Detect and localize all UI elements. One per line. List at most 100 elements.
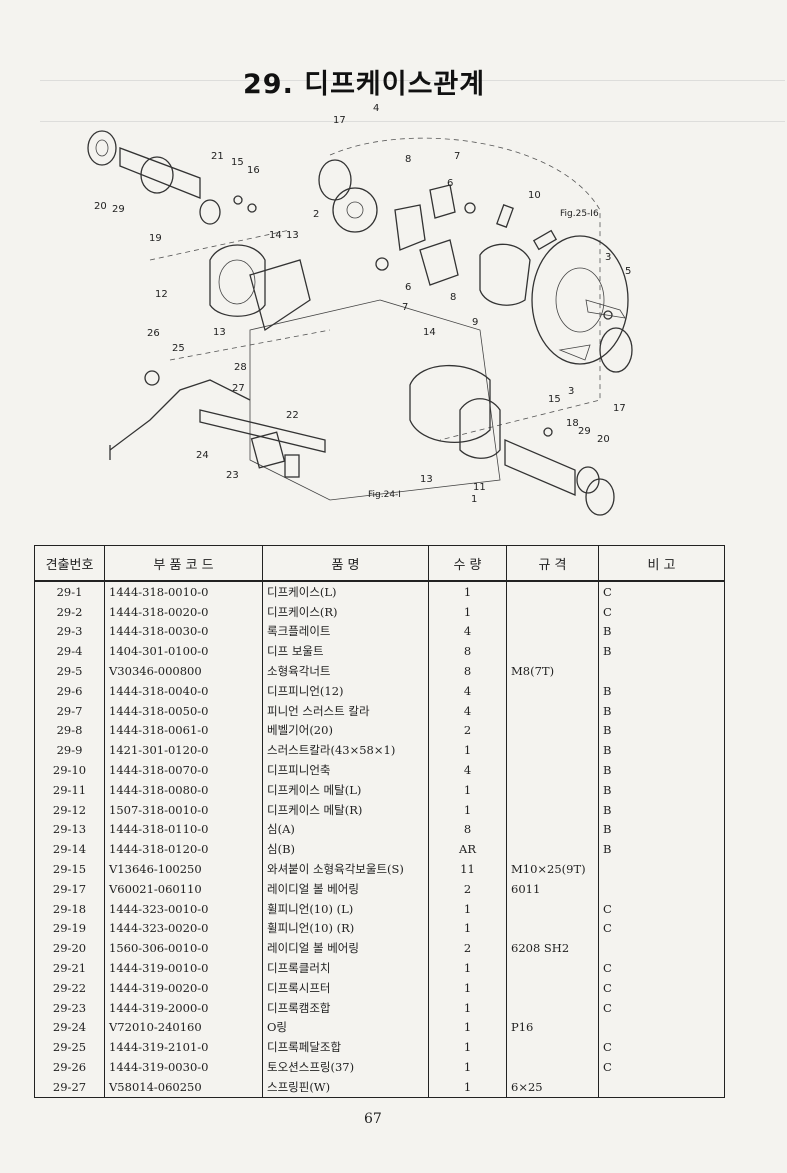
right-bearing-17 [599, 327, 633, 373]
cell-code: 1444-319-2101-0 [104, 1037, 263, 1058]
cell-remark: B [598, 819, 725, 840]
cell-qty: 8 [428, 661, 507, 681]
cell-spec [506, 641, 599, 662]
cell-qty: AR [428, 839, 507, 860]
torsion-spring [144, 370, 160, 386]
callout-22: 22 [286, 410, 299, 421]
cell-remark: C [598, 1037, 725, 1058]
cell-spec [506, 977, 599, 998]
cell-no: 29-13 [34, 819, 105, 840]
header-quantity: 수 량 [428, 545, 507, 582]
left-bearing-bore [95, 139, 109, 157]
cell-no: 29-26 [34, 1057, 105, 1077]
left-pinion-shaft [119, 147, 201, 199]
diff-case-left-bore [218, 259, 256, 305]
cell-qty: 1 [428, 1037, 507, 1058]
callout-29a: 29 [112, 204, 125, 215]
cell-no: 29-17 [34, 878, 105, 899]
cell-no: 29-7 [34, 700, 105, 721]
cell-qty: 4 [428, 680, 507, 701]
cell-remark: C [598, 958, 725, 978]
cell-qty: 1 [428, 740, 507, 761]
cell-name: 디프 보울트 [262, 641, 429, 662]
left-pinion-gear [140, 156, 174, 194]
cell-no: 29-14 [34, 839, 105, 860]
cell-spec [506, 958, 599, 978]
cell-code: V60021-060110 [104, 878, 263, 899]
cell-spec: 6011 [506, 878, 599, 899]
callout-17b: 17 [613, 403, 626, 414]
cell-no: 29-8 [34, 720, 105, 741]
cell-remark: C [598, 601, 725, 622]
cell-spec [506, 799, 599, 820]
cell-remark: B [598, 839, 725, 860]
cell-name: 디프록시프터 [262, 977, 429, 998]
callout-2: 2 [313, 209, 319, 220]
cell-name: 와셔붙이 소형육각보울트(S) [262, 859, 429, 879]
callout-28: 28 [234, 362, 247, 373]
thrust-collar [375, 257, 389, 271]
cell-remark: C [598, 997, 725, 1018]
nut-5 [603, 310, 613, 320]
cell-qty: 1 [428, 779, 507, 800]
cell-no: 29-19 [34, 918, 105, 939]
callout-5: 5 [625, 266, 631, 277]
cell-spec: P16 [506, 1017, 599, 1038]
cell-code: 1444-323-0020-0 [104, 918, 263, 939]
cell-name: 레이디얼 볼 베어링 [262, 878, 429, 899]
header-spec: 규 격 [506, 545, 599, 582]
cell-no: 29-2 [34, 601, 105, 622]
cell-code: V72010-240160 [104, 1017, 263, 1038]
bolt-16 [247, 203, 257, 213]
cell-no: 29-18 [34, 898, 105, 919]
cell-code: 1444-318-0120-0 [104, 839, 263, 860]
cell-spec [506, 760, 599, 780]
cell-spec [506, 1057, 599, 1077]
cell-spec [506, 720, 599, 741]
callout-25: 25 [172, 343, 185, 354]
cell-spec [506, 779, 599, 800]
cell-no: 29-20 [34, 938, 105, 959]
cell-code: 1444-318-0070-0 [104, 760, 263, 780]
page-title: 29. 디프케이스관계 [243, 69, 486, 100]
diagram-svg: 1 2 3 3 4 5 6 6 7 7 8 8 9 10 11 12 13 13… [87, 103, 633, 516]
lock-plate-upper [585, 299, 626, 319]
callout-11: 11 [473, 482, 486, 493]
cell-spec [506, 819, 599, 840]
cell-code: 1444-318-0040-0 [104, 680, 263, 701]
cell-qty: 2 [428, 878, 507, 899]
cell-qty: 1 [428, 1017, 507, 1038]
cell-remark: B [598, 621, 725, 642]
diff-case-right-flange [332, 187, 378, 233]
callout-13b: 13 [213, 327, 226, 338]
callout-1: 1 [471, 494, 477, 505]
cell-code: 1507-318-0010-0 [104, 799, 263, 820]
callout-9: 9 [472, 317, 478, 328]
cell-remark: B [598, 680, 725, 701]
right-bearing-20 [585, 478, 615, 516]
cell-no: 29-5 [34, 661, 105, 681]
cell-no: 29-15 [34, 859, 105, 879]
fig-ref-25-16: Fig.25-I6 [560, 209, 599, 219]
callout-4: 4 [373, 103, 379, 114]
lock-plate-lower [558, 344, 591, 361]
ring-gear [531, 235, 629, 365]
callout-14a: 14 [269, 230, 282, 241]
cell-code: 1444-318-0020-0 [104, 601, 263, 622]
cell-name: 심(A) [262, 819, 429, 840]
cell-no: 29-9 [34, 740, 105, 761]
callout-12: 12 [155, 289, 168, 300]
